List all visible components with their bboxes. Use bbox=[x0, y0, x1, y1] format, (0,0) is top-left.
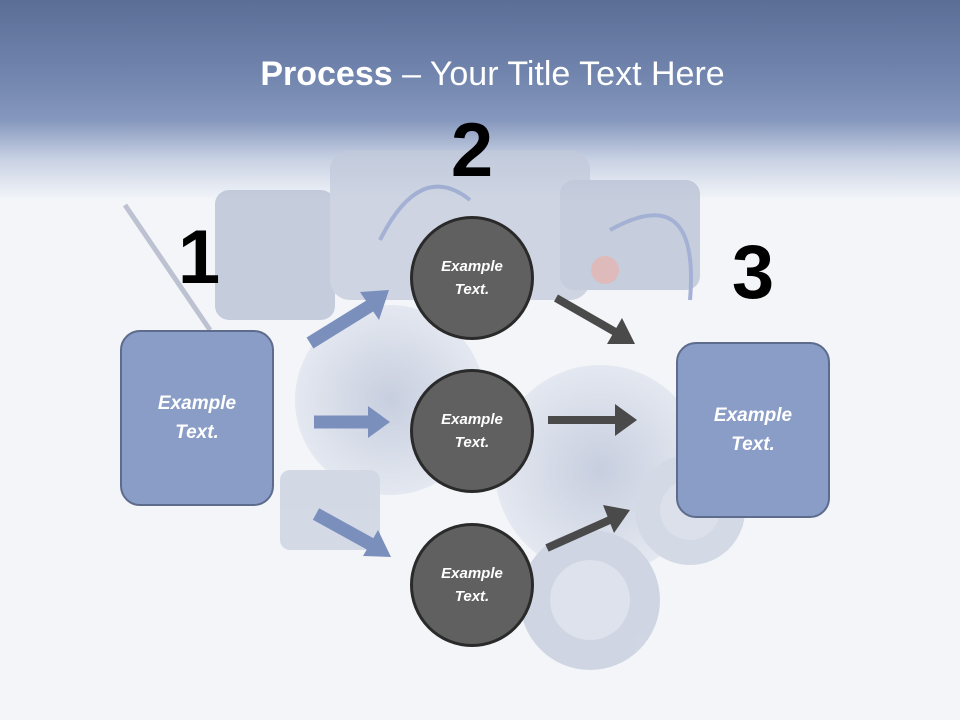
circle-top-text: Example Text. bbox=[441, 258, 503, 298]
step-number-2: 2 bbox=[450, 108, 494, 193]
circle-top: Example Text. bbox=[410, 216, 534, 340]
right-box: Example Text. bbox=[676, 342, 830, 518]
title-bold: Process bbox=[260, 55, 393, 93]
left-box: Example Text. bbox=[120, 330, 274, 506]
left-box-text: Example Text. bbox=[157, 393, 237, 443]
step-number-3: 3 bbox=[731, 230, 775, 315]
circle-middle-text: Example Text. bbox=[441, 411, 503, 451]
title-rest: – Your Title Text Here bbox=[392, 55, 725, 93]
circle-bottom-text: Example Text. bbox=[441, 565, 503, 605]
circle-bottom: Example Text. bbox=[410, 523, 534, 647]
right-box-text: Example Text. bbox=[713, 405, 793, 455]
step-number-1: 1 bbox=[177, 215, 221, 300]
slide-title: Process – Your Title Text Here bbox=[0, 52, 960, 96]
circle-middle: Example Text. bbox=[410, 369, 534, 493]
